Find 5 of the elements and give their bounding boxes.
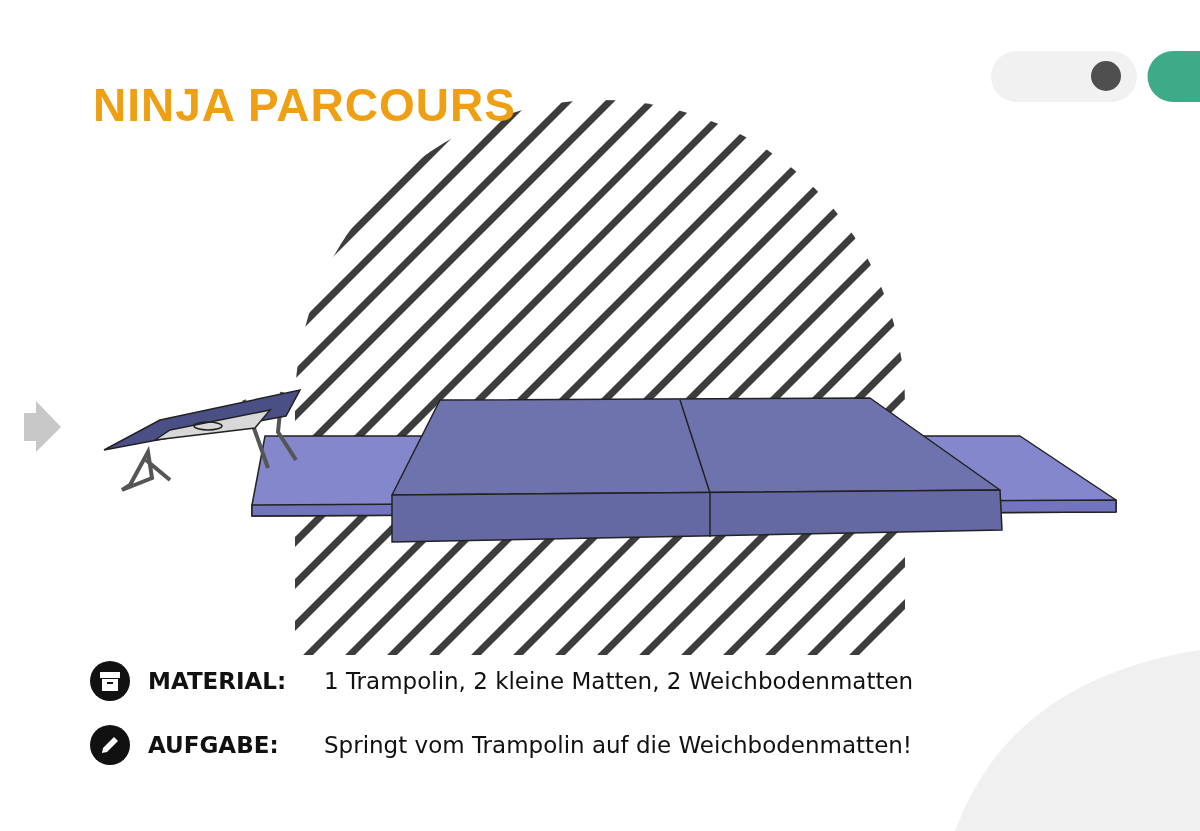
field-label: MATERIAL: xyxy=(148,668,287,694)
material-text: 1 Trampolin, 2 kleine Matten, 2 Weichbodenmatten xyxy=(324,668,914,694)
title: NINJA PARCOURS xyxy=(93,78,516,132)
task-text: Springt vom Trampolin auf die Weichbodenmatten! xyxy=(324,732,913,758)
field-label: AUFGABE: xyxy=(148,732,279,758)
